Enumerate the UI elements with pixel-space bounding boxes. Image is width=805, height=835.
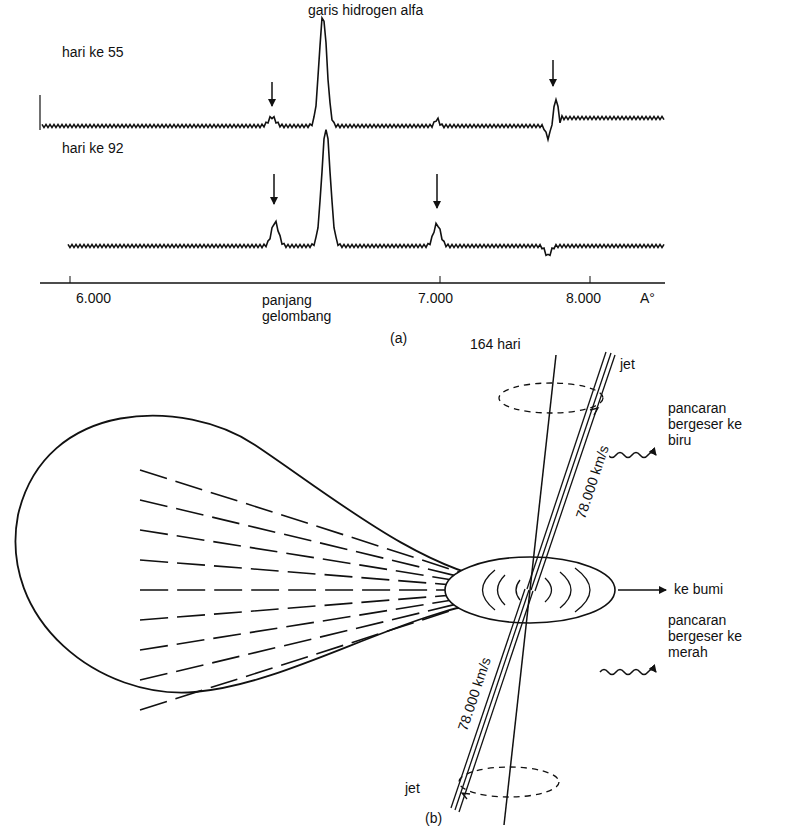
text-label: 7.000 bbox=[418, 290, 453, 306]
pointer-arrows bbox=[272, 60, 553, 208]
gas-stream bbox=[140, 470, 470, 710]
stream-line bbox=[140, 594, 470, 620]
precession-axis bbox=[504, 355, 556, 825]
stream-line bbox=[140, 604, 470, 710]
jet-beams bbox=[451, 352, 615, 812]
text-label: A° bbox=[640, 290, 655, 306]
axis-tick bbox=[70, 276, 71, 283]
text-label: 164 hari bbox=[470, 336, 521, 352]
companion-star bbox=[15, 416, 505, 693]
text-label: (a) bbox=[390, 330, 407, 346]
speed-label: 78.000 km/s bbox=[572, 443, 611, 520]
stream-line bbox=[140, 597, 470, 650]
stream-line bbox=[140, 500, 470, 579]
text-label: ke bumi bbox=[674, 581, 723, 597]
text-label: hari ke 55 bbox=[62, 44, 123, 60]
text-label: jet bbox=[405, 780, 420, 796]
text-label: 8.000 bbox=[566, 290, 601, 306]
redshift-wave bbox=[600, 670, 656, 675]
axis-tick bbox=[440, 276, 441, 283]
text-label: panjang gelombang bbox=[262, 292, 372, 324]
precession-circle bbox=[459, 767, 559, 797]
stream-line bbox=[140, 560, 470, 586]
axis-tick bbox=[590, 276, 591, 283]
text-label: pancaran bergeser ke biru bbox=[668, 400, 748, 448]
stream-line bbox=[140, 589, 470, 591]
spectrum-traces bbox=[42, 18, 664, 255]
stream-line bbox=[140, 601, 470, 680]
text-label: hari ke 92 bbox=[62, 140, 123, 156]
text-label: pancaran bergeser ke merah bbox=[668, 612, 748, 660]
stream-line bbox=[140, 470, 470, 576]
stream-line bbox=[140, 530, 470, 583]
axis-line bbox=[40, 282, 665, 283]
text-label: 6.000 bbox=[76, 290, 111, 306]
text-label: garis hidrogen alfa bbox=[308, 2, 423, 18]
text-label: (b) bbox=[425, 810, 442, 826]
earth-arrow bbox=[618, 589, 666, 591]
text-label: jet bbox=[620, 356, 635, 372]
axis-line bbox=[39, 95, 40, 130]
speed-label: 78.000 km/s bbox=[454, 655, 493, 732]
spectrum-day92 bbox=[68, 130, 664, 256]
spectrum-day55 bbox=[42, 18, 664, 140]
